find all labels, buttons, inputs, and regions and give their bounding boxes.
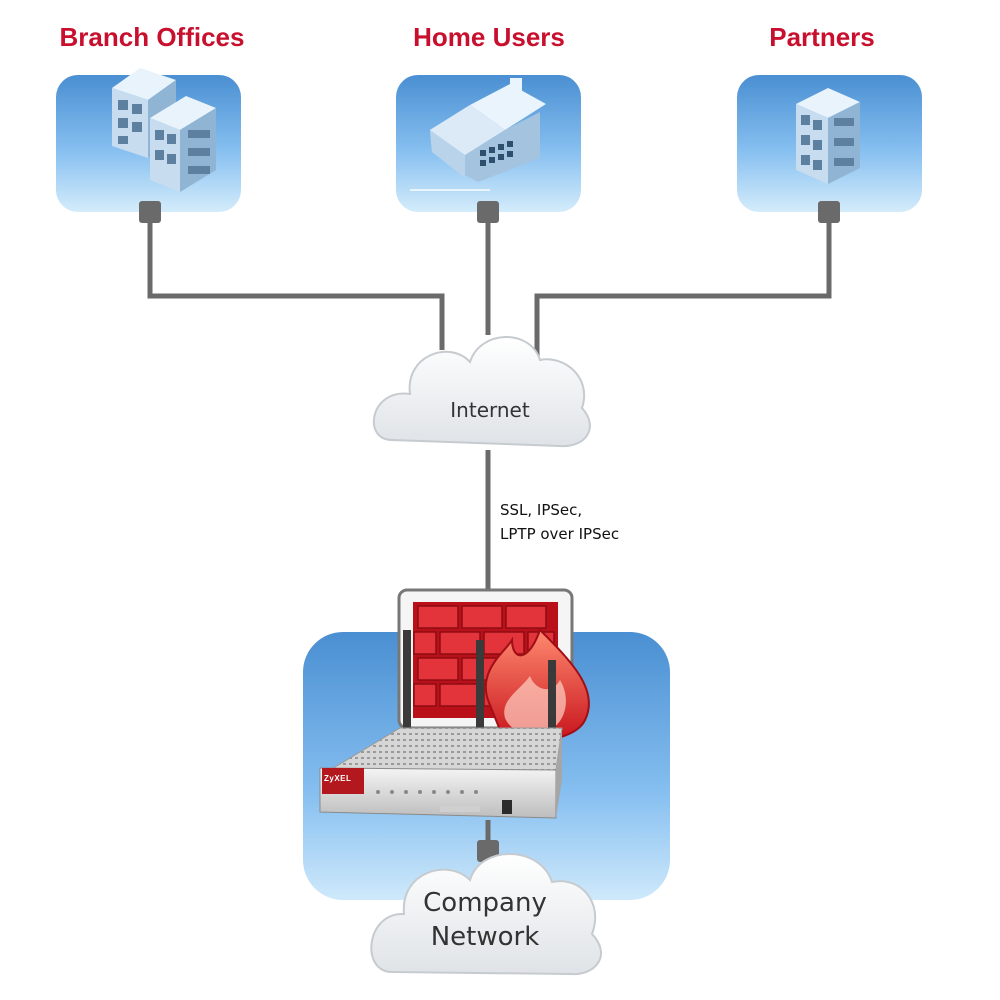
vpn-protocols-line-1: SSL, IPSec, (500, 501, 583, 519)
firewall-flame-icon (397, 588, 590, 742)
company-network-cloud (370, 853, 602, 976)
partners-link (534, 215, 832, 358)
partners-title: Partners (769, 22, 875, 52)
company-network-line-2: Network (430, 922, 540, 952)
company-network-line-1: Company (423, 888, 547, 918)
vpn-protocols-line-2: LPTP over IPSec (500, 525, 620, 543)
zyxel-brand-label: ZyXEL (324, 774, 352, 783)
zyxel-usg-router-icon (319, 630, 563, 819)
office-building-icon (796, 88, 860, 184)
house-icon (410, 78, 546, 191)
internet-cloud (372, 336, 591, 448)
company-network-label: Company Network (380, 886, 590, 954)
home-users-title: Home Users (413, 22, 565, 52)
vpn-protocols-label: SSL, IPSec, LPTP over IPSec (500, 498, 619, 546)
branch-link (147, 215, 445, 350)
partners-plug-icon (818, 201, 840, 223)
branch-plug-icon (139, 201, 161, 223)
home-plug-icon (477, 201, 499, 223)
branch-offices-title: Branch Offices (59, 22, 245, 52)
office-buildings-icon (112, 68, 216, 192)
internet-label: Internet (450, 398, 530, 422)
